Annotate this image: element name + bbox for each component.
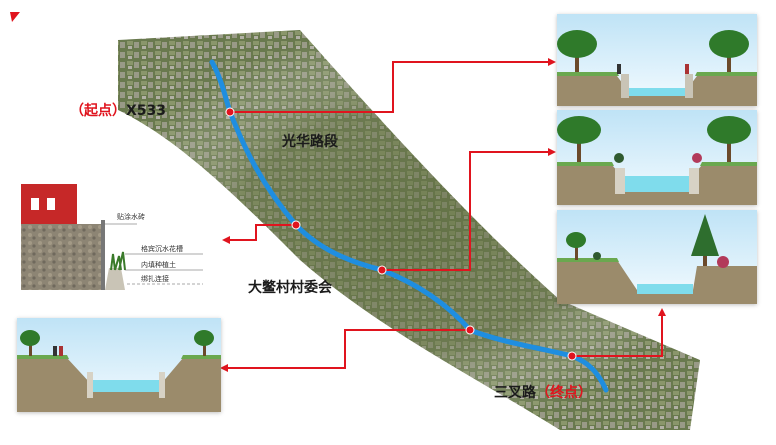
label-guanghua: 光华路段	[282, 134, 338, 150]
arrow-lower-to-left-section	[226, 329, 470, 369]
arrow-end-to-right-section	[572, 314, 663, 357]
marker-village	[377, 265, 387, 275]
connector-arrows	[226, 61, 663, 369]
label-end-road: 三叉路	[494, 385, 536, 401]
aerial-map	[118, 25, 700, 430]
route-markers	[225, 107, 577, 361]
section-card-1	[557, 14, 757, 106]
section-illustration-4	[17, 318, 221, 412]
marker-lower	[465, 325, 475, 335]
detail-note-mid2: 内填种植土	[141, 261, 176, 269]
detail-note-mid1: 格宾沉水花槽	[141, 245, 183, 253]
arrow-start-to-top-section	[230, 61, 550, 113]
label-end: 三叉路（终点）	[494, 382, 592, 402]
section-illustration-2	[557, 110, 757, 205]
label-start: （起点）X533	[70, 100, 166, 120]
label-start-road: X533	[126, 103, 167, 119]
arrow-village-to-upper-section	[382, 151, 550, 271]
label-end-suffix: （终点）	[536, 385, 592, 401]
section-card-2	[557, 110, 757, 205]
section-illustration-3	[557, 210, 757, 304]
arrow-mid-to-detail	[228, 224, 296, 241]
detail-card: 贴涂水砖 格宾沉水花槽 内填种植土 绑扎连接	[17, 184, 213, 294]
corner-mark	[10, 12, 20, 22]
detail-illustration	[21, 184, 203, 290]
marker-mid	[291, 220, 301, 230]
arrow-heads	[220, 58, 666, 372]
section-illustration-1	[557, 14, 757, 106]
label-start-prefix: （起点）	[70, 103, 126, 119]
section-card-3	[557, 210, 757, 304]
detail-note-bottom: 绑扎连接	[141, 275, 169, 283]
section-card-4	[17, 318, 221, 412]
label-village: 大鳖村村委会	[248, 280, 332, 296]
marker-start	[225, 107, 235, 117]
marker-end	[567, 351, 577, 361]
detail-note-top: 贴涂水砖	[117, 213, 145, 221]
